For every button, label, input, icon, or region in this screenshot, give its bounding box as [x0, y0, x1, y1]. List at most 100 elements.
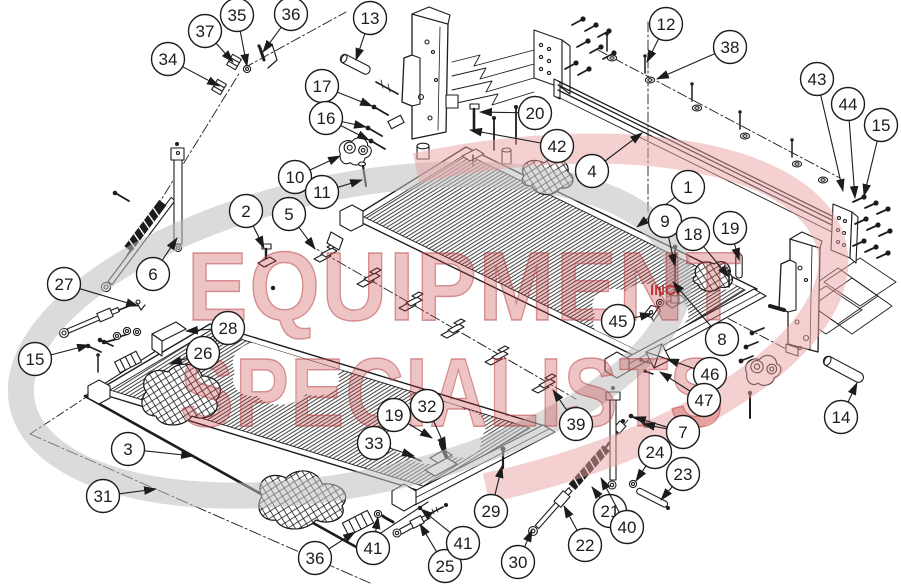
balloon-number-43: 43: [808, 70, 827, 89]
balloon-number-38: 38: [721, 38, 740, 57]
balloon-10: [277, 159, 313, 195]
end-channel: [341, 509, 375, 537]
balloon-number-15: 15: [26, 350, 45, 369]
balloon-19: [712, 210, 748, 246]
balloon-number-44: 44: [839, 95, 858, 114]
balloon-33: [356, 425, 392, 461]
leader-line-39: [552, 389, 568, 411]
balloon-35: [219, 0, 255, 33]
plate-bolts: [564, 16, 617, 76]
balloon-number-34: 34: [159, 50, 178, 69]
balloon-number-13: 13: [361, 9, 380, 28]
balloon-number-4: 4: [587, 162, 596, 181]
leader-line-47: [659, 371, 691, 392]
watermark: EQUIPMENT SPECIALISTS INC.: [7, 133, 849, 509]
leader-line-7: [641, 422, 667, 431]
balloon-41: [355, 530, 391, 566]
balloon-36: [297, 540, 333, 576]
balloon-number-14: 14: [832, 408, 851, 427]
balloon-22: [567, 527, 603, 563]
balloon-30: [500, 544, 536, 580]
balloon-31: [85, 478, 121, 514]
balloon-number-37: 37: [196, 22, 215, 41]
balloon-number-11: 11: [313, 183, 331, 202]
leader-line-15: [862, 140, 878, 198]
leader-line-35: [239, 31, 249, 68]
balloon-number-24: 24: [646, 443, 665, 462]
leader-line-21: [591, 486, 603, 500]
leader-line-23: [660, 486, 673, 501]
balloon-29: [473, 493, 509, 529]
watermark-word-2: SPECIALISTS: [180, 338, 725, 447]
lower-corner-bracket: [96, 321, 187, 374]
leader-line-22: [563, 505, 578, 531]
watermark-arc: [412, 133, 849, 503]
leader-line-4: [604, 132, 643, 162]
leader-line-17: [337, 91, 374, 107]
leader-line-20: [478, 107, 519, 117]
balloon-number-31: 31: [94, 487, 113, 506]
balloon-number-30: 30: [509, 553, 528, 572]
balloon-number-19: 19: [385, 406, 404, 425]
balloon-number-25: 25: [436, 557, 455, 576]
balloon-number-19: 19: [721, 219, 740, 238]
leader-line-2: [252, 225, 265, 249]
balloon-12: [648, 6, 684, 42]
balloon-number-17: 17: [313, 77, 332, 96]
watermark-word-1: EQUIPMENT: [187, 232, 743, 341]
leader-line-15: [50, 343, 91, 356]
balloon-number-32: 32: [418, 397, 437, 416]
leader-line-25: [419, 523, 438, 553]
leader-line-13: [355, 33, 366, 62]
balloon-2: [228, 193, 264, 229]
leader-line-32: [433, 420, 447, 450]
balloon-36: [273, 0, 309, 32]
leader-line-44: [848, 120, 859, 200]
leader-line-19: [407, 423, 433, 439]
balloon-number-6: 6: [148, 265, 157, 284]
plate-bolts: [852, 194, 893, 259]
balloon-number-7: 7: [678, 423, 687, 442]
leader-line-38: [656, 53, 716, 80]
balloon-45: [600, 303, 636, 339]
leader-line-29: [494, 464, 504, 496]
balloon-5: [271, 196, 307, 232]
balloon-number-22: 22: [576, 536, 595, 555]
balloon-number-45: 45: [609, 312, 628, 331]
balloon-42: [539, 128, 575, 164]
leader-line-40: [600, 477, 620, 513]
balloon-3: [110, 431, 146, 467]
balloon-number-40: 40: [618, 518, 637, 537]
leader-line-26: [168, 356, 188, 365]
balloon-number-41: 41: [454, 534, 473, 553]
leader-line-41: [371, 515, 381, 532]
leader-line-27: [79, 288, 140, 307]
balloon-number-33: 33: [365, 434, 384, 453]
balloon-number-12: 12: [657, 15, 676, 34]
balloon-15: [17, 341, 53, 377]
balloon-39: [558, 406, 594, 442]
balloon-number-29: 29: [482, 502, 501, 521]
balloon-13: [352, 0, 388, 36]
balloon-number-8: 8: [717, 330, 726, 349]
stud-row: [605, 32, 829, 184]
balloon-19: [376, 397, 412, 433]
leader-line-7: [632, 416, 668, 428]
balloon-25: [427, 548, 463, 584]
balloon-number-36: 36: [282, 5, 301, 24]
balloon-number-23: 23: [674, 465, 693, 484]
leader-line-36: [262, 26, 282, 53]
leader-line-19: [731, 243, 740, 262]
balloon-number-36: 36: [306, 549, 325, 568]
pin-13: [339, 53, 371, 75]
leader-line-16: [340, 125, 370, 141]
balloon-1: [670, 169, 706, 205]
balloon-40: [609, 509, 645, 545]
balloon-number-39: 39: [567, 415, 586, 434]
balloon-44: [830, 86, 866, 122]
balloon-47: [686, 382, 722, 418]
balloon-number-10: 10: [286, 168, 305, 187]
leader-line-5: [298, 226, 316, 250]
balloon-28: [210, 310, 246, 346]
